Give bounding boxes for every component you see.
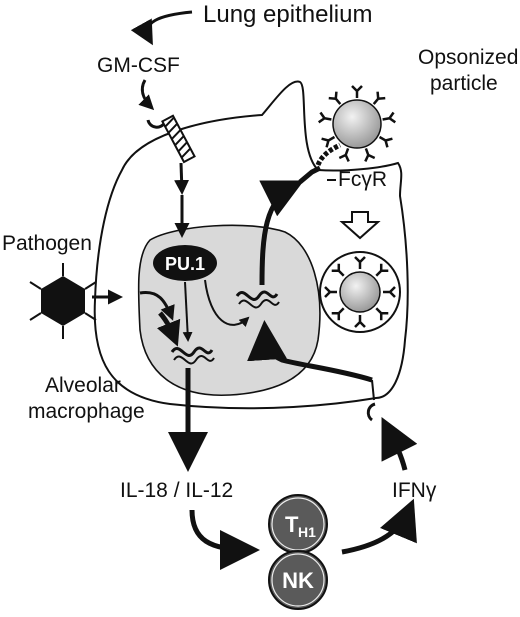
receptor-signal-arrow: [174, 162, 190, 195]
gene-to-fcgr-arrow: [259, 180, 304, 286]
th1-cell: T H1: [268, 494, 328, 554]
lung-epithelium-label: Lung epithelium: [203, 1, 372, 28]
th1-subscript: H1: [298, 524, 316, 540]
fcgr-receptor: [298, 142, 342, 184]
to-ifng-arrow: [341, 498, 417, 555]
phagosome: [319, 251, 401, 333]
pu1-oval: [153, 245, 217, 281]
epithelium-arrow: [130, 10, 193, 46]
pu1-to-fcgr-gene-arrow: [204, 279, 250, 328]
pu1-to-gene-arrow: [182, 281, 193, 342]
opsonized-particle: [317, 84, 397, 163]
alveolar-label-line2: macrophage: [28, 400, 145, 423]
ifng-signal-arrow: [247, 320, 373, 383]
pu1-label: PU.1: [165, 254, 205, 274]
pathogen-to-gene-arrow: [156, 311, 181, 347]
pathogen-signal-arrow: [139, 290, 175, 321]
gm-csf-receptor-rod: [161, 114, 196, 164]
gm-csf-arrow: [138, 79, 155, 111]
cytokine-gene-squiggle: [170, 346, 214, 357]
fcgr-gene-squiggle-2: [238, 299, 280, 309]
il-to-th1-arrow: [189, 509, 260, 570]
nk-label: NK: [282, 568, 314, 593]
macrophage-membrane: [93, 80, 409, 410]
opsonized-label-line1: Opsonized: [418, 46, 518, 69]
pathogen-label: Pathogen: [2, 232, 92, 255]
nk-cell: NK: [268, 550, 328, 610]
ifng-receptor-stem: [371, 379, 375, 401]
il18-il12-label: IL-18 / IL-12: [120, 479, 233, 502]
fcgr-gene-squiggle: [235, 290, 279, 301]
pathogen-icon: [29, 263, 97, 339]
cytokine-gene-squiggle-2: [173, 355, 215, 365]
phagocytosis-arrow: [339, 211, 381, 240]
gm-csf-label: GM-CSF: [97, 54, 180, 77]
opsonized-label-line2: particle: [430, 72, 498, 95]
alveolar-label-line1: Alveolar: [45, 374, 121, 397]
th1-label: T: [285, 512, 299, 537]
ifng-receptor-cup: [366, 402, 376, 422]
ifng-to-receptor-arrow: [381, 417, 418, 471]
fcgr-label: FcγR: [338, 168, 387, 191]
ifng-label: IFNγ: [392, 479, 437, 502]
